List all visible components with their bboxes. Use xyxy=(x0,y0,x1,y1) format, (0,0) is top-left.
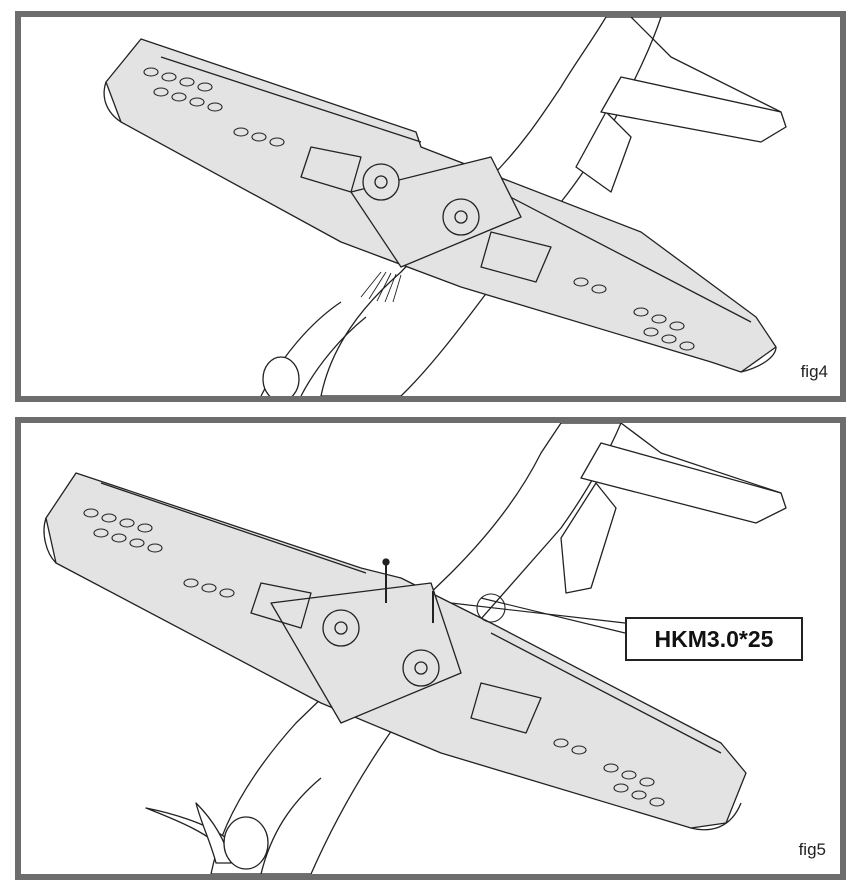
fig5-label: fig5 xyxy=(798,840,826,859)
spinner-outline xyxy=(262,356,300,396)
horizontal-stabilizer xyxy=(580,442,787,524)
fig4-airplane-drawing xyxy=(103,17,787,396)
fig5-airplane-drawing xyxy=(43,423,787,874)
figure-4-panel: fig4 xyxy=(15,11,846,402)
callout-leader-1 xyxy=(450,602,626,624)
horizontal-stabilizer xyxy=(600,76,787,143)
vertical-stabilizer xyxy=(560,482,617,594)
spinner-outline xyxy=(223,816,269,870)
callout-leader-2 xyxy=(480,597,626,634)
fig4-label: fig4 xyxy=(800,362,828,381)
figure-5-panel: HKM3.0*25 fig5 xyxy=(15,417,846,880)
screw-callout-box: HKM3.0*25 xyxy=(625,617,803,661)
vertical-stabilizer xyxy=(575,111,632,193)
